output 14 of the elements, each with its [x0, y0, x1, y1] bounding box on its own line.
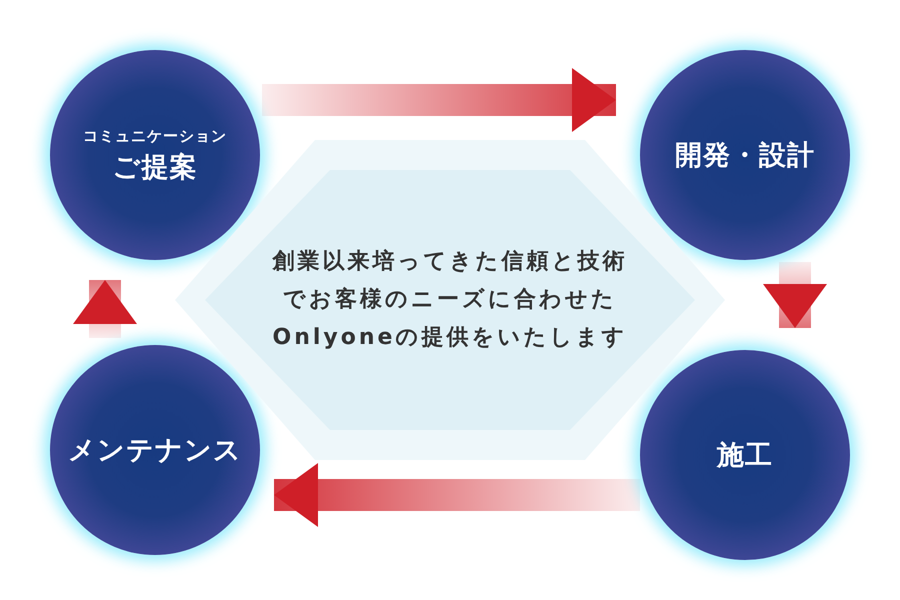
process-circle	[50, 50, 260, 260]
process-circle	[640, 350, 850, 560]
arrow	[274, 463, 640, 527]
circle-label: 施工	[717, 438, 773, 472]
circle-label: メンテナンス	[68, 434, 242, 468]
circle-label: ご提案	[112, 151, 198, 185]
process-circle	[50, 345, 260, 555]
arrow	[262, 68, 616, 132]
circle-subtitle: コミュニケーション	[83, 126, 227, 147]
process-circle	[640, 50, 850, 260]
arrow	[763, 262, 827, 328]
center-message: 創業以来培ってきた信頼と技術でお客様のニーズに合わせたOnlyoneの提供をいたします	[271, 248, 628, 352]
circle-label: 開発・設計	[675, 138, 815, 172]
arrow	[73, 280, 137, 338]
